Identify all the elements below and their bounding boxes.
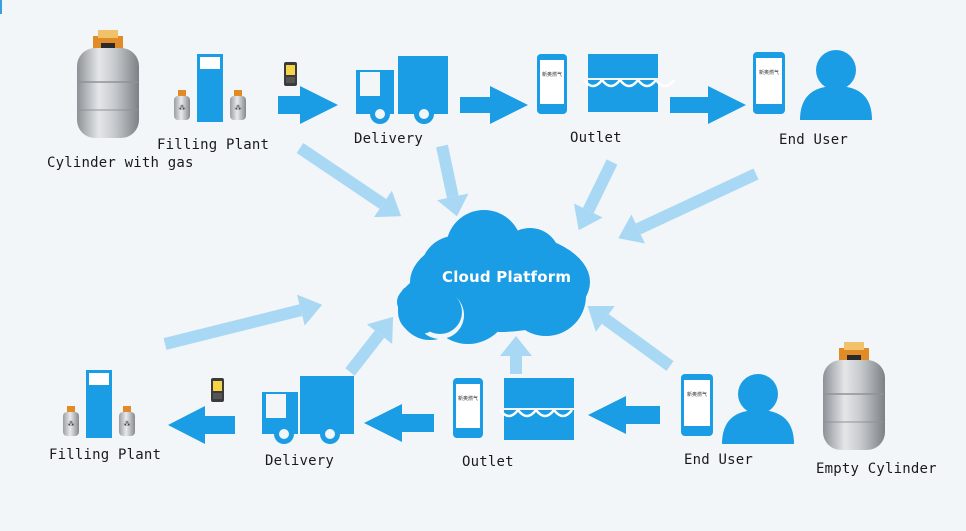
bottom-delivery-label: Delivery [265,453,335,469]
svg-text:⁂: ⁂ [235,104,242,112]
top-delivery-label: Delivery [354,131,424,147]
arrow-icon [573,159,618,231]
top-filling-plant-label: Filling Plant [157,137,270,153]
gas-cylinder-icon [77,30,139,138]
arrow-icon [588,396,660,434]
smartphone-icon: 新奥燃气 [681,374,713,436]
arrow-icon [364,404,434,442]
shop-awning-icon [499,378,578,440]
arrow-icon [500,336,532,374]
delivery-truck-icon [262,376,354,444]
bottom-arrows [168,396,660,444]
bottom-filling-plant-label: Filling Plant [49,447,162,463]
user-icon [722,374,794,444]
delivery-truck-icon [356,56,448,124]
arrow-icon [168,406,235,444]
arrow-icon [670,86,746,124]
arrow-icon [618,168,759,244]
svg-text:新奥燃气: 新奥燃气 [687,391,707,398]
gas-cylinder-icon [823,342,885,450]
bottom-outlet-label: Outlet [462,454,514,470]
cloud-icon [397,210,590,344]
svg-text:新奥燃气: 新奥燃气 [542,71,562,78]
arrow-icon [587,306,674,371]
filling-station-icon: ⁂ ⁂ [174,54,246,122]
smartphone-icon: 新奥燃气 [537,54,567,114]
svg-text:⁂: ⁂ [68,420,75,428]
cylinder-with-gas-label: Cylinder with gas [47,155,194,171]
top-arrows [278,86,746,124]
arrow-icon [278,86,338,124]
empty-cylinder-label: Empty Cylinder [816,461,937,477]
svg-text:⁂: ⁂ [124,420,131,428]
light-arrows [163,143,759,376]
left-edge-marker [0,0,2,14]
arrow-icon [460,86,528,124]
smartphone-icon: 新奥燃气 [453,378,483,438]
arrow-icon [345,316,394,376]
svg-text:⁂: ⁂ [179,104,186,112]
user-icon [800,50,872,120]
arrow-icon [163,294,323,350]
bottom-end-user-label: End User [684,452,754,468]
arrow-icon [296,143,402,218]
scanner-device-icon [284,62,297,86]
filling-station-icon: ⁂ ⁂ [63,370,135,438]
smartphone-icon: 新奥燃气 [753,52,785,114]
svg-text:新奥燃气: 新奥燃气 [759,69,779,76]
cloud-platform-label: Cloud Platform [442,268,572,286]
svg-text:新奥燃气: 新奥燃气 [458,395,478,402]
arrow-icon [436,144,469,217]
top-end-user-label: End User [779,132,849,148]
top-outlet-label: Outlet [570,130,622,146]
shop-awning-icon [583,54,675,112]
scanner-device-icon [211,378,224,402]
